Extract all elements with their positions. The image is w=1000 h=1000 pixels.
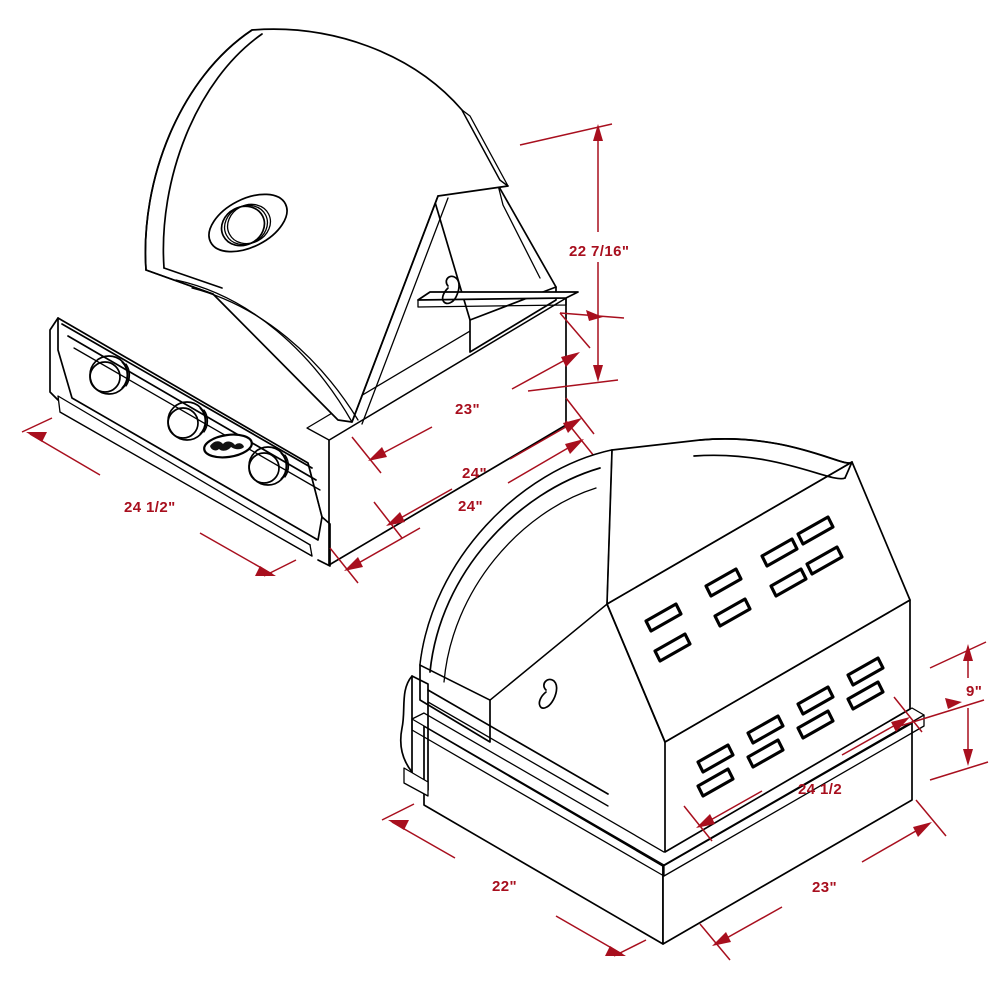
lid-thermometer-icon — [208, 193, 288, 253]
front-view-grill — [49, 28, 579, 567]
dimension-rear-base-width-label: 23" — [812, 879, 837, 896]
brand-badge-logo — [203, 433, 253, 459]
control-knob-2[interactable] — [167, 401, 209, 441]
rear-view-dome-lid — [419, 438, 853, 743]
dimension-front-depth-lower-label: 24" — [458, 498, 483, 515]
dimension-front-depth-upper-label: 23" — [455, 401, 480, 418]
dimension-rear-base-width: 23" — [699, 799, 947, 961]
rear-view-hinge-bracket — [399, 675, 609, 807]
rear-view-grill — [399, 438, 925, 945]
dimension-rear-width: 24" — [373, 397, 595, 539]
vent-slot-group-upper — [644, 515, 844, 663]
dimension-rear-panel: 24 1/2 — [683, 696, 923, 842]
front-view-lid-handle-hook — [441, 275, 460, 305]
dimension-rear-panel-label: 24 1/2 — [798, 781, 842, 798]
front-view-control-panel — [49, 317, 331, 567]
control-knob-3[interactable] — [248, 446, 290, 486]
dimension-front-height: 22 7/16" — [519, 123, 629, 392]
dimension-rear-width-label: 24" — [462, 465, 487, 482]
dimension-rear-height-label: 9" — [966, 683, 982, 700]
vent-slot-group-lower — [696, 656, 885, 798]
dimension-front-height-label: 22 7/16" — [569, 243, 629, 260]
dimension-rear-height: 9" — [899, 641, 989, 781]
dimension-front-width: 24 1/2" — [21, 417, 297, 577]
control-knob-1[interactable] — [89, 355, 131, 395]
dimension-front-width-label: 24 1/2" — [124, 499, 176, 516]
dimension-front-depth-upper: 23" — [351, 312, 591, 474]
front-view-lid — [144, 28, 509, 425]
dimension-rear-depth: 22" — [381, 803, 647, 957]
dimension-rear-depth-label: 22" — [492, 878, 517, 895]
